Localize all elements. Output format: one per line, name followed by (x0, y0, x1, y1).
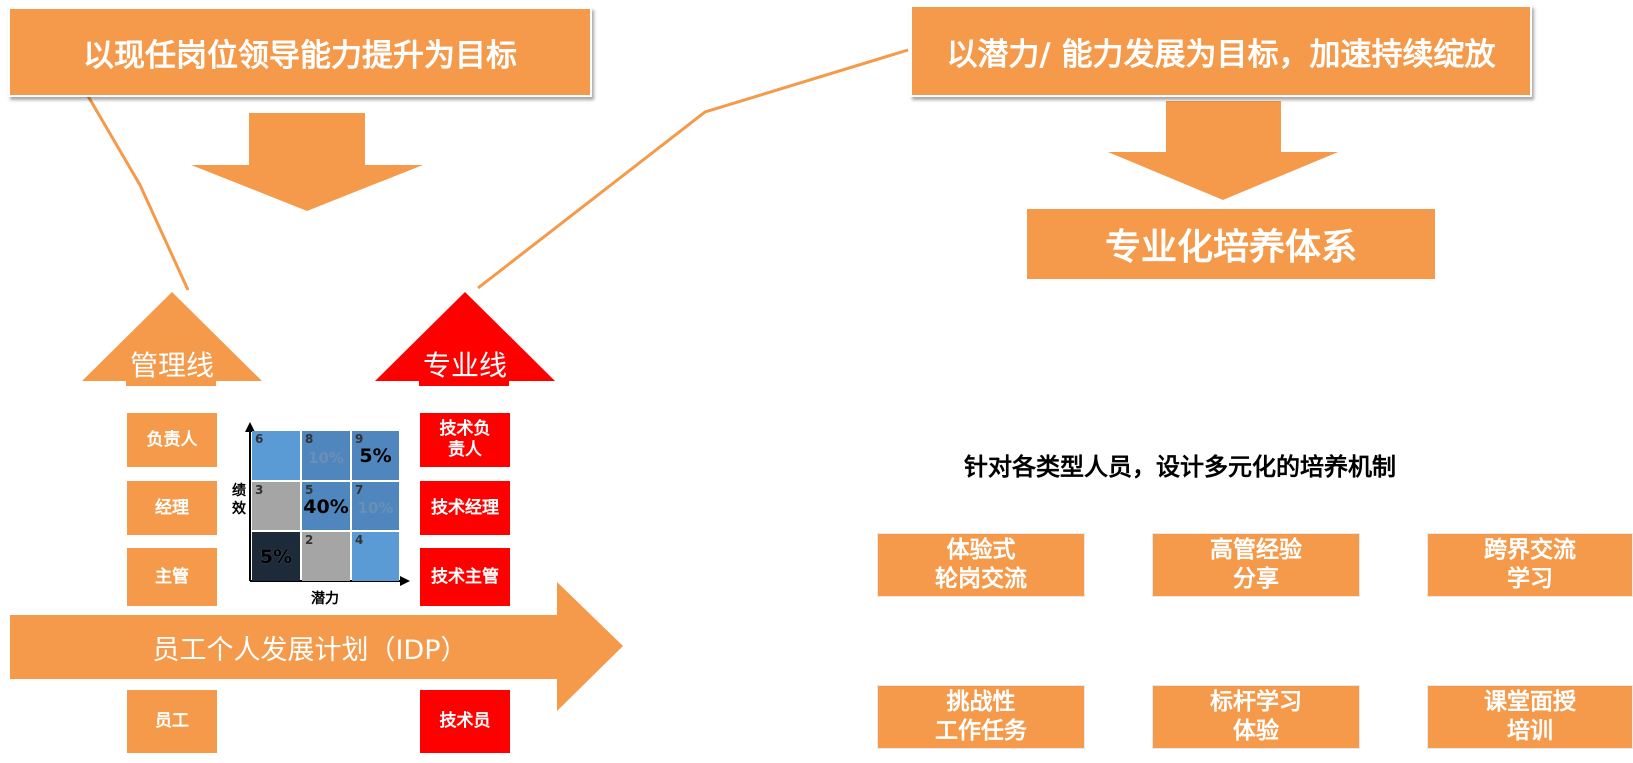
rung-label: 技术主管 (431, 566, 499, 587)
management-rung-staff: 员工 (127, 690, 217, 753)
mechanism-classroom-training: 课堂面授 培训 (1427, 685, 1633, 749)
mechanism-heading: 针对各类型人员，设计多元化的培养机制 (964, 453, 1396, 481)
nine-box-cell: 5 40% (302, 482, 350, 530)
system-title: 专业化培养体系 (1104, 227, 1357, 268)
nine-box-cell: 3 (252, 482, 300, 530)
rung-label: 员工 (155, 711, 189, 731)
professional-arrow-shaft (419, 380, 509, 386)
nine-box-cell: 9 5% (352, 431, 399, 480)
professional-arrow-head (375, 292, 555, 381)
nine-box-cell: 8 10% (302, 431, 350, 480)
mechanism-label: 跨界交流 学习 (1484, 537, 1576, 592)
cell-percent: 40% (303, 496, 349, 518)
nine-box-y-label: 绩 效 (232, 483, 246, 517)
mechanism-crossover-learning: 跨界交流 学习 (1427, 533, 1633, 597)
nine-box-cell: 6 (252, 431, 300, 480)
rung-label: 经理 (155, 497, 189, 518)
x-axis-arrowhead (400, 576, 410, 586)
management-rung-supervisor: 主管 (127, 548, 217, 606)
right-connector-line (477, 48, 909, 290)
management-line-label: 管理线 (129, 349, 214, 382)
nine-box-grid: 6 8 10% 9 5% 3 5 40% 7 10% 5% 2 4 (252, 431, 399, 581)
cell-number: 4 (355, 533, 364, 547)
cell-number: 7 (355, 483, 364, 497)
idp-arrow (10, 582, 623, 711)
professional-line-label: 专业线 (422, 349, 507, 382)
mechanism-label: 高管经验 分享 (1210, 537, 1302, 592)
mechanism-label: 课堂面授 培训 (1484, 689, 1576, 744)
left-goal-box: 以现任岗位领导能力提升为目标 (8, 7, 592, 97)
system-title-box: 专业化培养体系 (1027, 209, 1435, 279)
right-down-arrow (1102, 99, 1344, 203)
y-axis-arrowhead (245, 422, 255, 432)
idp-label: 员工个人发展计划（IDP） (152, 635, 468, 666)
right-goal-box: 以潜力/ 能力发展为目标，加速持续绽放 (910, 5, 1532, 97)
cell-percent: 5% (259, 546, 293, 568)
mechanism-benchmark-learning: 标杆学习 体验 (1152, 685, 1360, 749)
mechanism-rotation: 体验式 轮岗交流 (877, 533, 1085, 597)
left-down-arrow (185, 111, 429, 214)
cell-percent: 10% (308, 449, 344, 467)
mechanism-label: 体验式 轮岗交流 (935, 537, 1027, 592)
rung-label: 负责人 (146, 429, 198, 450)
professional-rung-technician: 技术员 (420, 690, 510, 753)
cell-number: 8 (305, 432, 314, 446)
cell-percent: 10% (357, 499, 394, 517)
rung-label: 技术经理 (431, 497, 499, 518)
cell-number: 2 (305, 533, 314, 547)
left-goal-text: 以现任岗位领导能力提升为目标 (83, 37, 517, 74)
management-arrow-shaft (126, 380, 216, 386)
professional-rung-supervisor: 技术主管 (420, 548, 510, 606)
cell-number: 5 (305, 483, 314, 497)
management-rung-head: 负责人 (127, 413, 217, 467)
nine-box-cell: 7 10% (352, 482, 399, 530)
management-rung-manager: 经理 (127, 481, 217, 535)
cell-number: 6 (255, 432, 264, 446)
cell-number: 3 (255, 483, 264, 497)
nine-box-cell: 5% (252, 532, 300, 581)
mechanism-label: 挑战性 工作任务 (935, 689, 1027, 744)
rung-label: 主管 (155, 566, 189, 587)
nine-box-cell: 4 (352, 532, 399, 581)
right-goal-text: 以潜力/ 能力发展为目标，加速持续绽放 (946, 36, 1496, 73)
cell-number: 9 (355, 432, 364, 446)
left-connector-line (86, 95, 190, 291)
management-arrow-head (82, 292, 262, 381)
mechanism-label: 标杆学习 体验 (1210, 689, 1302, 744)
mechanism-executive-sharing: 高管经验 分享 (1152, 533, 1360, 597)
mechanism-challenging-tasks: 挑战性 工作任务 (877, 685, 1085, 749)
rung-label: 技术员 (439, 711, 491, 731)
professional-rung-manager: 技术经理 (420, 481, 510, 535)
rung-label: 技术负 责人 (439, 419, 491, 460)
nine-box-x-label: 潜力 (311, 591, 339, 607)
professional-rung-lead: 技术负 责人 (420, 413, 510, 467)
cell-percent: 5% (359, 445, 392, 467)
nine-box-cell: 2 (302, 532, 350, 581)
